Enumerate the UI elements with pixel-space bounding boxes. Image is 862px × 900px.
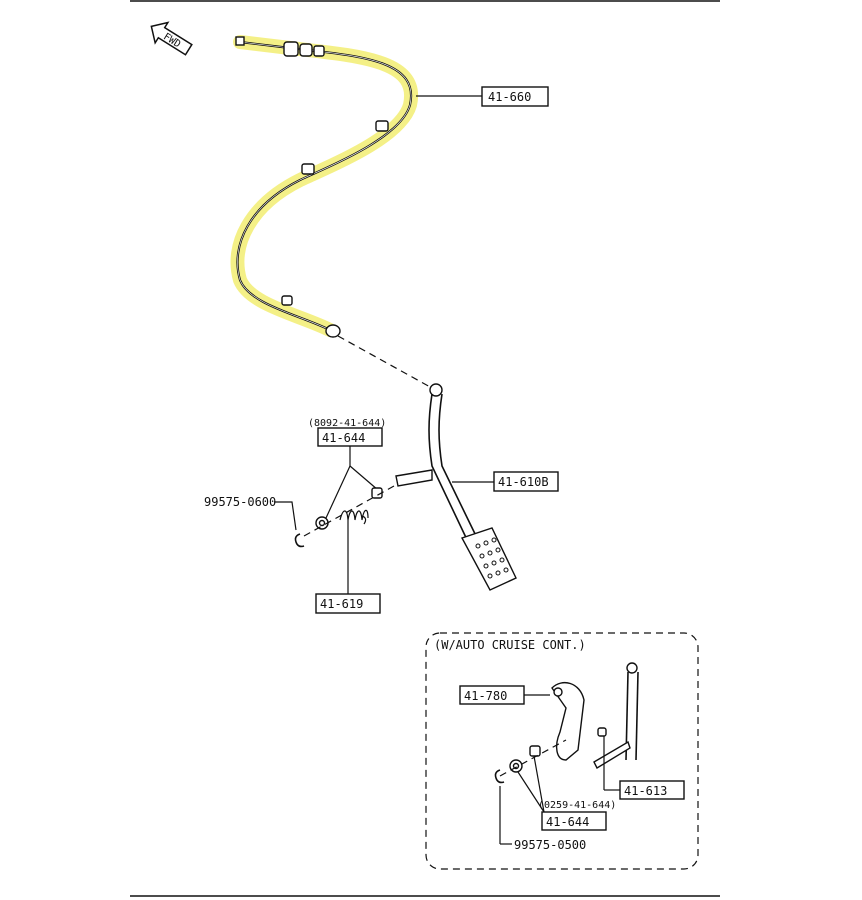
- callout-cable[interactable]: 41-660: [481, 86, 549, 107]
- callout-inset-shaft[interactable]: 41-613: [619, 780, 685, 800]
- clip-part[interactable]: [294, 533, 305, 548]
- inset-axis-dashed: [499, 739, 567, 777]
- callout-inset-bushing-label: 41-644: [546, 815, 589, 829]
- cable-adjuster-nut-3: [313, 45, 325, 57]
- leader-bushing-3: [349, 465, 379, 491]
- cable-highlight: [230, 35, 419, 337]
- inset-title: (W/AUTO CRUISE CONT.): [434, 638, 586, 652]
- cable-grommet-3: [281, 295, 293, 306]
- callout-inset-bracket[interactable]: 41-780: [459, 685, 525, 705]
- leader-bushing-2: [325, 465, 351, 519]
- accelerator-pedal[interactable]: [395, 383, 517, 591]
- cable-end-top: [235, 36, 245, 46]
- bushing-ref-label: (8092-41-644): [308, 418, 386, 429]
- cable-end-bottom: [325, 324, 341, 338]
- cable-line-inner: [237, 41, 412, 331]
- inset-bracket-part[interactable]: [551, 681, 585, 761]
- callout-inset-bracket-label: 41-780: [464, 689, 507, 703]
- callout-bushing[interactable]: 41-644: [317, 427, 383, 447]
- callout-cable-label: 41-660: [488, 90, 531, 104]
- axis-dashed: [303, 485, 395, 537]
- inset-clip-part[interactable]: [494, 769, 505, 784]
- inset-bushing-ref-label: (0259-41-644): [538, 800, 616, 811]
- cable-adjuster-nut-2: [299, 43, 313, 57]
- fwd-arrow-icon: FWD: [150, 21, 193, 56]
- accelerator-cable[interactable]: [230, 35, 419, 338]
- callout-pedal[interactable]: 41-610B: [493, 471, 559, 492]
- inset-clip-label: 99575-0500: [514, 838, 586, 852]
- callout-spring-label: 41-619: [320, 597, 363, 611]
- callout-spring[interactable]: 41-619: [315, 593, 381, 614]
- callout-bushing-label: 41-644: [322, 431, 365, 445]
- inset-shaft-part[interactable]: [593, 727, 631, 769]
- cable-to-pedal-dashed: [337, 335, 433, 389]
- callout-inset-shaft-label: 41-613: [624, 784, 667, 798]
- leader-inset-bushing-1: [517, 771, 545, 813]
- spring-coil[interactable]: [339, 509, 369, 525]
- inset-auto-cruise: (W/AUTO CRUISE CONT.) 41-780 41-613: [425, 632, 699, 870]
- cable-grommet-1: [375, 120, 389, 132]
- callout-pedal-label: 41-610B: [498, 475, 549, 489]
- pedal-pad-studs: [475, 537, 509, 579]
- cable-grommet-2: [301, 163, 315, 175]
- cable-adjuster-nut-1: [283, 41, 299, 57]
- inset-frame: [425, 632, 699, 870]
- leader-inset-bushing-2: [533, 755, 545, 813]
- callout-inset-bushing[interactable]: 41-644: [541, 811, 607, 831]
- cable-line: [236, 40, 413, 331]
- clip-label: 99575-0600: [204, 495, 276, 509]
- inset-bushing-2[interactable]: [529, 745, 541, 757]
- leader-clip: [274, 501, 297, 531]
